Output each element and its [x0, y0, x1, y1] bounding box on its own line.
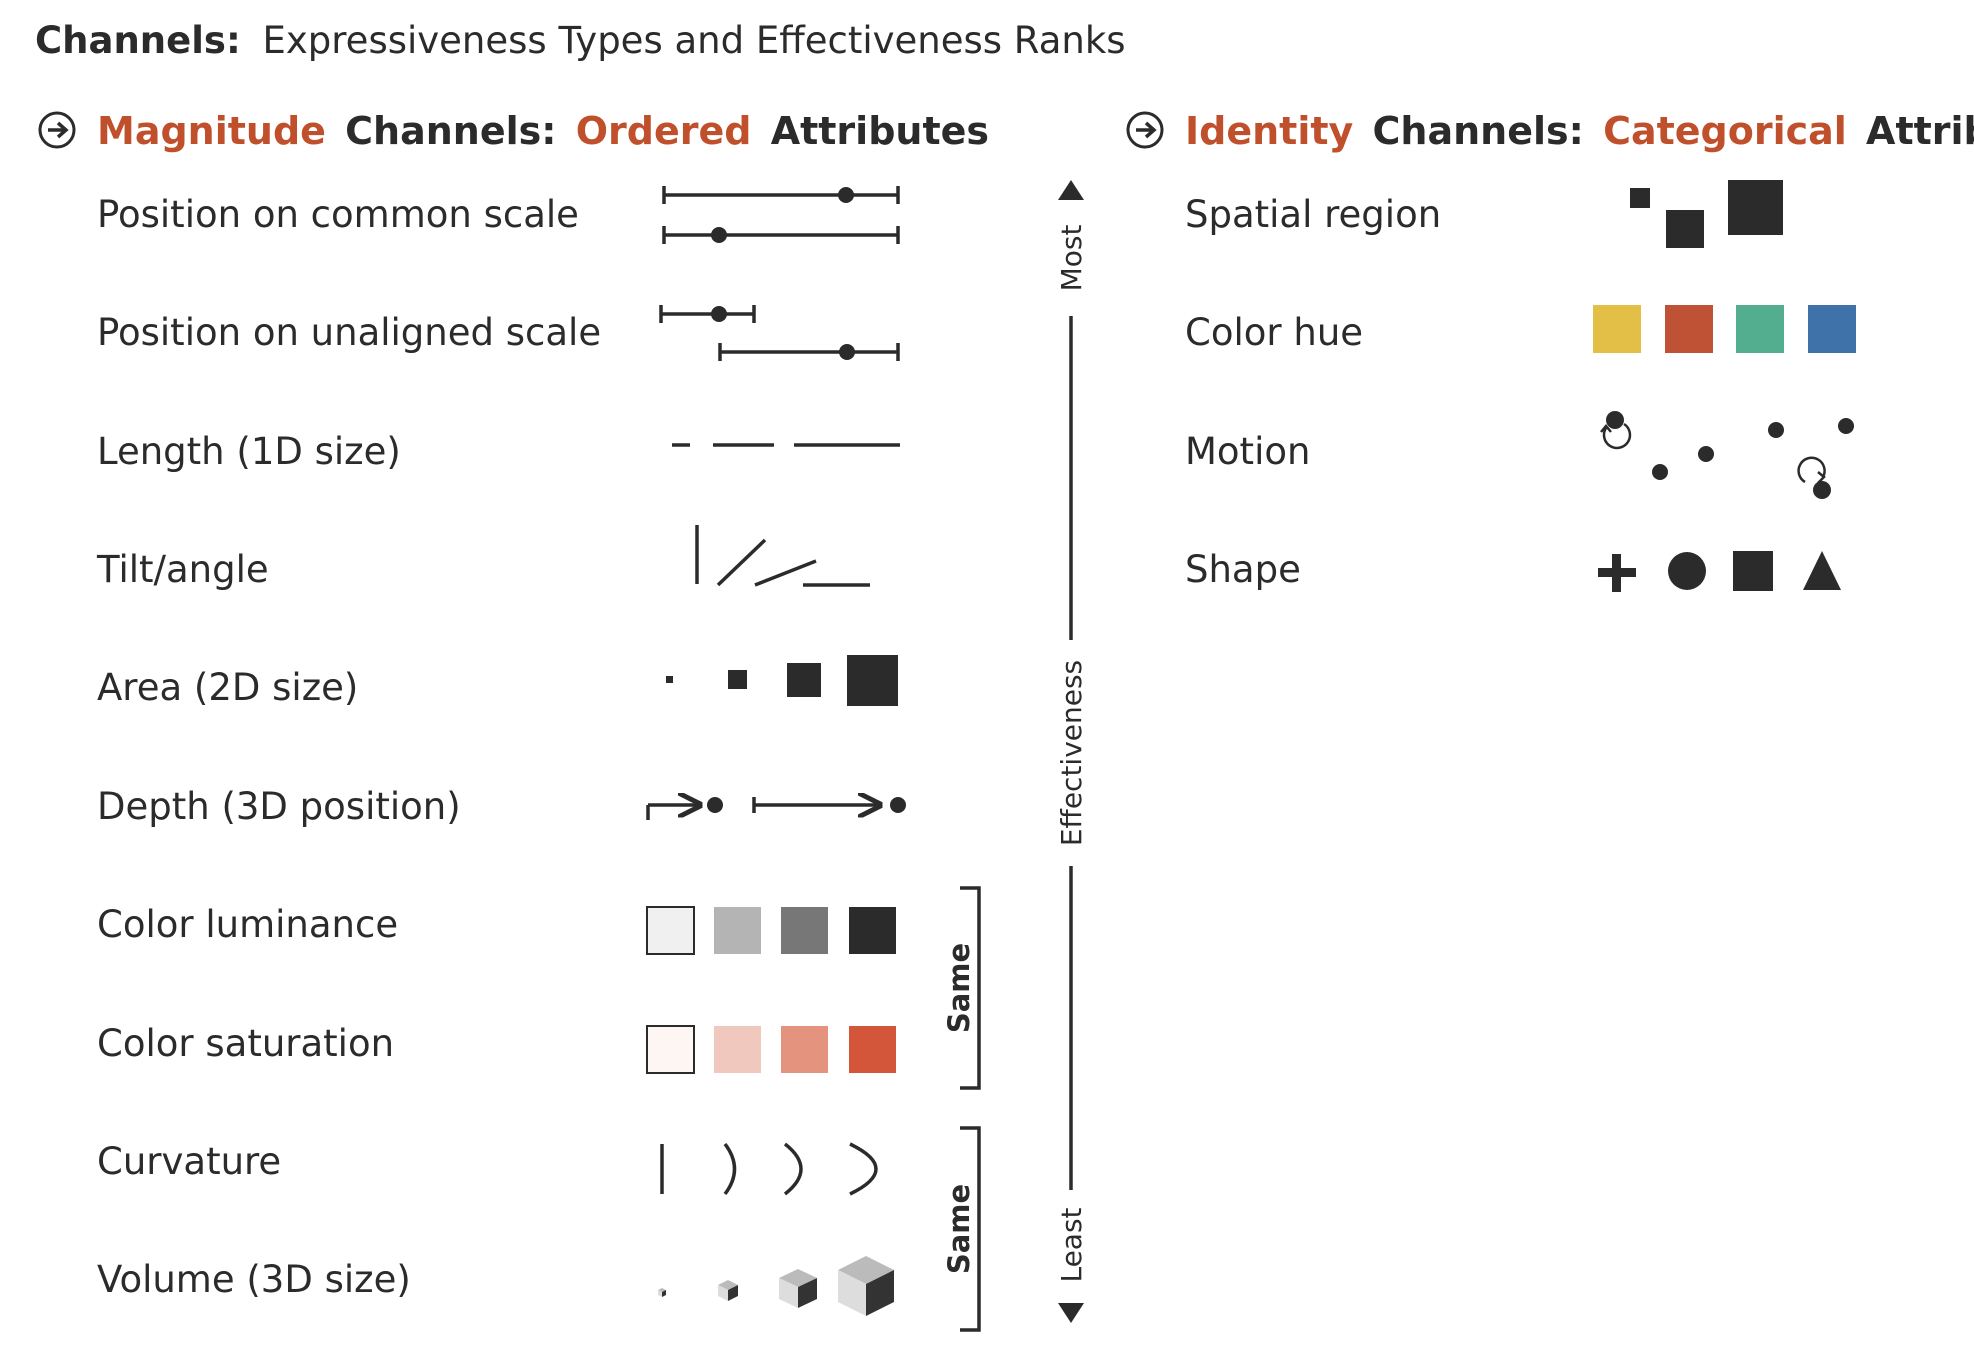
circle-arrow-icon: [1126, 111, 1164, 149]
effectiveness-axis: Most Effectiveness Least: [1055, 180, 1088, 1323]
axis-label-most: Most: [1055, 225, 1088, 292]
page-title: Channels: Expressiveness Types and Effec…: [35, 19, 1126, 62]
identity-header-w2: Channels:: [1373, 109, 1584, 153]
down-arrow-icon: [1058, 1303, 1084, 1323]
depth-glyph: [646, 797, 906, 820]
magnitude-header-w2: Channels:: [345, 109, 556, 153]
magnitude-row-label: Depth (3D position): [97, 785, 461, 828]
identity-header-w4: Attributes: [1866, 109, 1974, 153]
magnitude-header-w4: Attributes: [771, 109, 989, 153]
area-glyph: [666, 655, 898, 706]
magnitude-header-w1: Magnitude: [97, 109, 326, 153]
axis-label-effectiveness: Effectiveness: [1055, 660, 1088, 846]
up-arrow-icon: [1058, 180, 1084, 200]
identity-row-label: Spatial region: [1185, 193, 1441, 236]
axis-label-least: Least: [1055, 1207, 1088, 1282]
volume-glyph: [658, 1256, 894, 1316]
identity-header: Identity Channels: Categorical Attribute…: [1185, 109, 1974, 153]
color-hue-glyph: [1593, 305, 1856, 353]
unaligned-scale-glyph: [659, 305, 900, 361]
magnitude-row-label: Tilt/angle: [96, 548, 269, 591]
spatial-region-glyph: [1630, 180, 1783, 248]
title-bold: Channels:: [35, 19, 241, 62]
identity-row-label: Shape: [1185, 548, 1301, 591]
magnitude-header-w3: Ordered: [576, 109, 752, 153]
svg-text:Same: Same: [942, 1184, 976, 1274]
square-icon: [1733, 551, 1773, 591]
shape-glyph: [1598, 551, 1841, 592]
identity-row-label: Color hue: [1185, 311, 1363, 354]
magnitude-row-label: Area (2D size): [97, 666, 358, 709]
same-bracket: Same: [942, 886, 981, 1090]
identity-header-w1: Identity: [1185, 109, 1354, 153]
magnitude-row-label: Color luminance: [97, 903, 398, 946]
magnitude-row-label: Color saturation: [97, 1022, 394, 1065]
circle-arrow-icon: [38, 111, 76, 149]
magnitude-row-label: Curvature: [97, 1140, 281, 1183]
magnitude-row-label: Position on common scale: [97, 193, 579, 236]
title-rest: Expressiveness Types and Effectiveness R…: [263, 19, 1126, 62]
magnitude-header: Magnitude Channels: Ordered Attributes: [97, 109, 989, 153]
luminance-glyph: [646, 906, 896, 955]
tilt-glyph: [695, 525, 870, 587]
common-scale-glyph: [662, 186, 900, 244]
circle-icon: [1668, 552, 1706, 590]
motion-glyph: [1600, 411, 1854, 499]
identity-header-w3: Categorical: [1603, 109, 1847, 153]
curvature-glyph: [660, 1142, 878, 1196]
magnitude-row-label: Position on unaligned scale: [97, 311, 601, 354]
triangle-icon: [1803, 551, 1841, 590]
svg-text:Same: Same: [942, 943, 976, 1033]
identity-row-label: Motion: [1185, 430, 1310, 473]
saturation-glyph: [646, 1025, 896, 1074]
magnitude-row-label: Length (1D size): [97, 430, 401, 473]
same-bracket: Same: [942, 1126, 981, 1332]
magnitude-row-label: Volume (3D size): [97, 1258, 411, 1301]
